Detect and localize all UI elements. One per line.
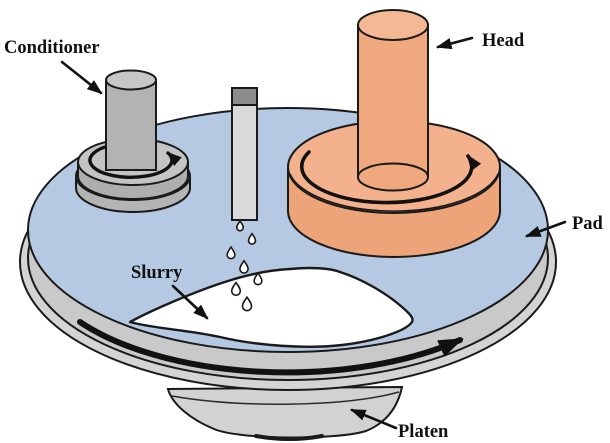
- label-platen: Platen: [398, 422, 449, 442]
- platen-pedestal-step-line: [171, 391, 400, 405]
- platen-pedestal: [166, 385, 404, 439]
- conditioner-group: [75, 69, 191, 213]
- droplet-icon: [240, 261, 248, 273]
- label-pad: Pad: [572, 214, 604, 234]
- slurry-nozzle: [231, 87, 258, 221]
- head-rotation-arrow-icon: [299, 150, 482, 205]
- pad-pointer-arrow-icon: [525, 220, 567, 238]
- droplet-icon: [227, 247, 235, 259]
- head-shaft: [357, 24, 429, 178]
- slurry-droplets: [227, 221, 262, 311]
- head-shaft-bottom: [357, 162, 429, 192]
- droplet-icon: [242, 297, 251, 310]
- head-shaft-top: [357, 9, 429, 41]
- nozzle-body: [231, 103, 258, 221]
- conditioner-pointer-arrow-icon: [60, 60, 103, 95]
- label-head: Head: [482, 31, 525, 51]
- platen-pedestal-shadow: [254, 434, 324, 441]
- nozzle-cap: [231, 87, 258, 106]
- conditioner-shaft-top: [105, 69, 157, 91]
- droplet-icon: [249, 234, 256, 244]
- droplet-icon: [232, 282, 241, 295]
- platen-rotation-arrow-icon: [77, 319, 464, 376]
- label-conditioner: Conditioner: [4, 38, 100, 58]
- annotations: Conditioner Head Pad Slurry Platen: [4, 31, 604, 442]
- conditioner-rotation-arrow-icon: [88, 142, 182, 179]
- slurry-pointer-arrow-icon: [171, 284, 209, 320]
- head-pointer-arrow-icon: [435, 36, 474, 50]
- droplet-icon: [254, 273, 262, 285]
- platen-pointer-arrow-icon: [350, 408, 398, 430]
- label-slurry: Slurry: [131, 263, 183, 283]
- conditioner-shaft: [105, 79, 157, 171]
- head-disc-step-line: [289, 173, 499, 212]
- head-group: [287, 9, 501, 258]
- slurry-puddle: [128, 266, 414, 348]
- droplet-icon: [237, 221, 244, 231]
